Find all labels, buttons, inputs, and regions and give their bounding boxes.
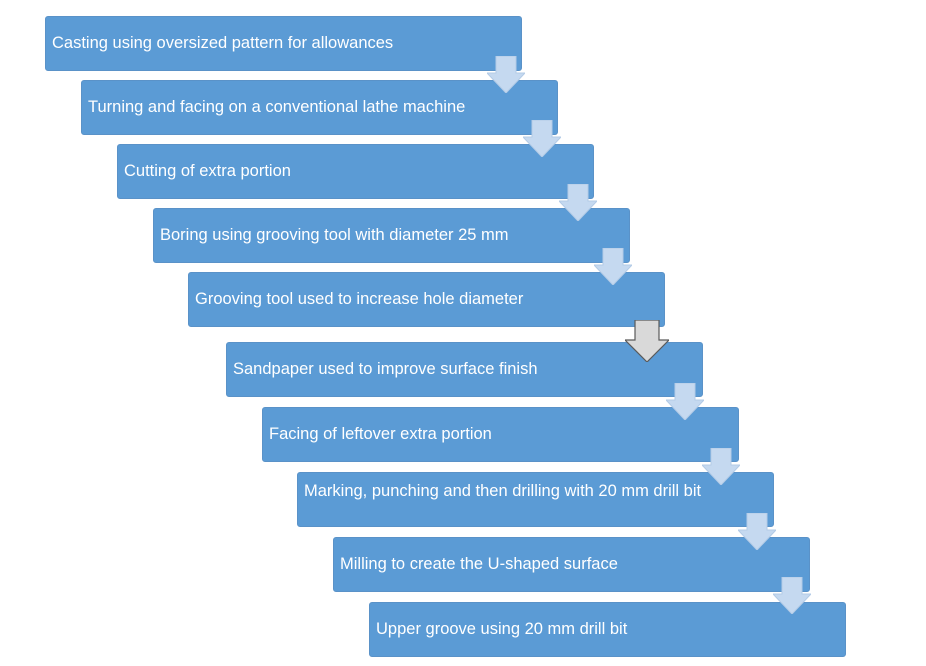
down-arrow-icon [594, 248, 632, 285]
down-arrow-icon [487, 56, 525, 93]
step-8: Marking, punching and then drilling with… [297, 472, 774, 527]
step-7-label: Facing of leftover extra portion [269, 425, 492, 443]
step-1-label: Casting using oversized pattern for allo… [52, 34, 394, 52]
step-10: Upper groove using 20 mm drill bit [369, 602, 846, 657]
step-10-label: Upper groove using 20 mm drill bit [376, 620, 628, 638]
down-arrow-icon [666, 383, 704, 420]
down-arrow-icon [625, 320, 669, 362]
step-3: Cutting of extra portion [117, 144, 594, 199]
step-2-label: Turning and facing on a conventional lat… [88, 98, 466, 116]
down-arrow-icon [559, 184, 597, 221]
step-5: Grooving tool used to increase hole diam… [188, 272, 665, 327]
step-5-label: Grooving tool used to increase hole diam… [195, 290, 524, 308]
step-3-label: Cutting of extra portion [124, 162, 291, 180]
down-arrow-icon [702, 448, 740, 485]
step-6: Sandpaper used to improve surface finish [226, 342, 703, 397]
down-arrow-icon [773, 577, 811, 614]
step-2: Turning and facing on a conventional lat… [81, 80, 558, 135]
step-4: Boring using grooving tool with diameter… [153, 208, 630, 263]
step-7: Facing of leftover extra portion [262, 407, 739, 462]
step-4-label: Boring using grooving tool with diameter… [160, 226, 509, 244]
step-1: Casting using oversized pattern for allo… [45, 16, 522, 71]
down-arrow-icon [523, 120, 561, 157]
down-arrow-icon [738, 513, 776, 550]
step-9: Milling to create the U-shaped surface [333, 537, 810, 592]
step-8-label: Marking, punching and then drilling with… [304, 482, 702, 500]
step-9-label: Milling to create the U-shaped surface [340, 555, 618, 573]
step-6-label: Sandpaper used to improve surface finish [233, 360, 538, 378]
